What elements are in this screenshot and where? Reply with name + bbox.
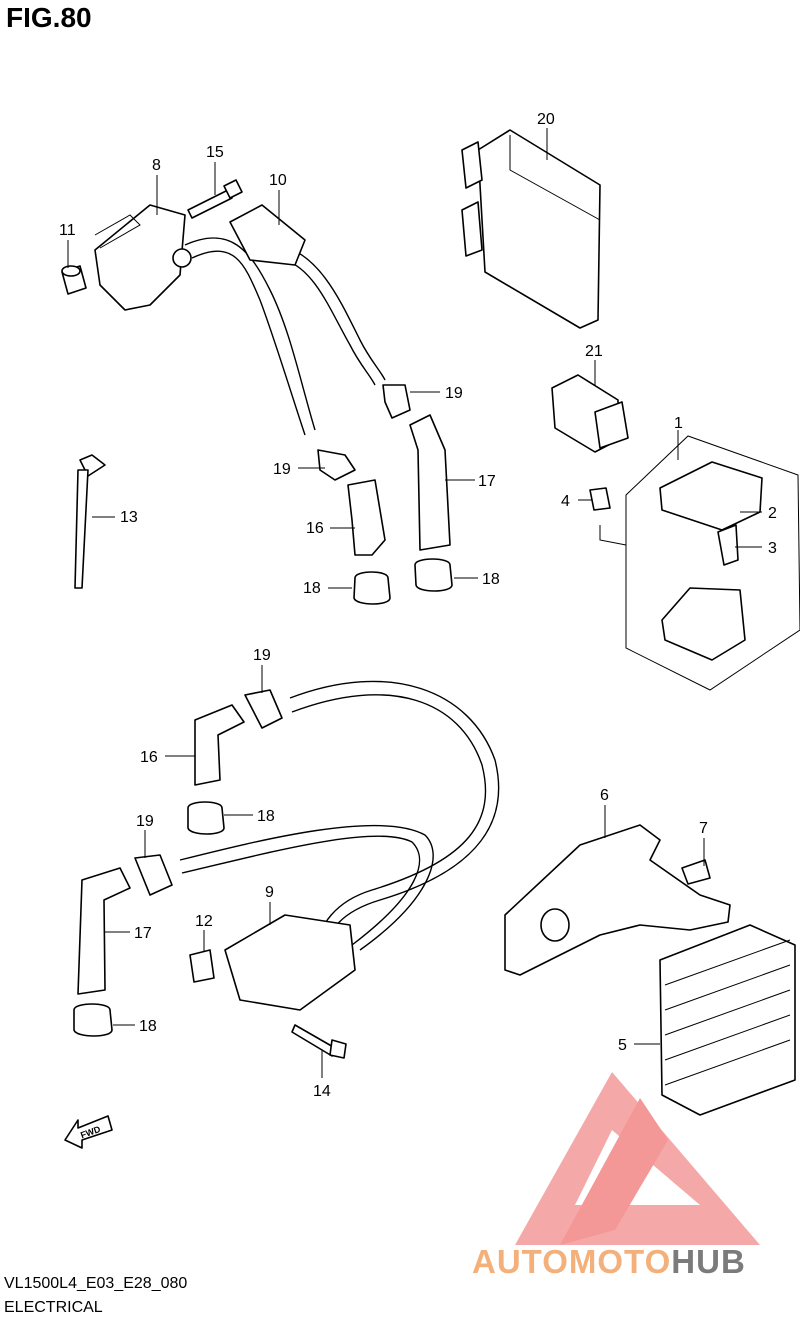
callout-17b: 17 [134, 925, 152, 942]
model-code: VL1500L4_E03_E28_080 [4, 1275, 188, 1292]
callout-13: 13 [120, 509, 138, 526]
callout-19b: 19 [273, 461, 291, 478]
plug-caps-lower [73, 689, 283, 1037]
callout-7: 7 [699, 820, 708, 837]
callout-14: 14 [313, 1083, 331, 1100]
section-title: ELECTRICAL [4, 1299, 103, 1316]
callout-12: 12 [195, 913, 213, 930]
bolt-15 [187, 179, 243, 219]
callout-18a: 18 [303, 580, 321, 597]
ignition-coil-10 [184, 204, 386, 436]
bracket-6 [504, 824, 731, 976]
brand-part1: AUTOMOTO [472, 1243, 672, 1280]
ignition-coil-upper [94, 204, 192, 311]
callout-10: 10 [269, 172, 287, 189]
callout-19a: 19 [445, 385, 463, 402]
callout-16a: 16 [306, 520, 324, 537]
watermark-brand: AUTOMOTOHUB [472, 1243, 746, 1281]
callout-2: 2 [768, 505, 777, 522]
callout-1: 1 [674, 415, 683, 432]
ignition-coil-lower [179, 680, 500, 1059]
callout-17a: 17 [478, 473, 496, 490]
callout-6: 6 [600, 787, 609, 804]
callout-8: 8 [152, 157, 161, 174]
callout-20: 20 [537, 111, 555, 128]
callout-18b: 18 [482, 571, 500, 588]
callout-labels: 1 2 3 4 5 6 7 8 9 10 11 12 13 14 15 16 1… [59, 111, 777, 1140]
plug-caps-upper [317, 384, 453, 605]
callout-21: 21 [585, 343, 603, 360]
relay-21 [551, 374, 629, 453]
callout-16b: 16 [140, 749, 158, 766]
leader-lines [67, 128, 762, 1078]
regulator-5 [659, 924, 796, 1116]
fwd-arrow-icon [64, 1115, 113, 1149]
brand-part2: HUB [671, 1243, 746, 1280]
callout-18d: 18 [139, 1018, 157, 1035]
callout-18c: 18 [257, 808, 275, 825]
callout-5: 5 [618, 1037, 627, 1054]
callout-19d: 19 [136, 813, 154, 830]
callout-11: 11 [59, 222, 76, 239]
starter-relay-group [589, 435, 800, 691]
ecm-unit-20 [461, 129, 601, 329]
callout-3: 3 [768, 540, 777, 557]
callout-4: 4 [561, 493, 570, 510]
watermark-logo [515, 1072, 760, 1245]
callout-9: 9 [265, 884, 274, 901]
callout-19c: 19 [253, 647, 271, 664]
tie-strap-13 [74, 454, 106, 589]
callout-15: 15 [206, 144, 224, 161]
spacer-11 [61, 265, 87, 295]
figure-title: FIG.80 [6, 2, 92, 33]
